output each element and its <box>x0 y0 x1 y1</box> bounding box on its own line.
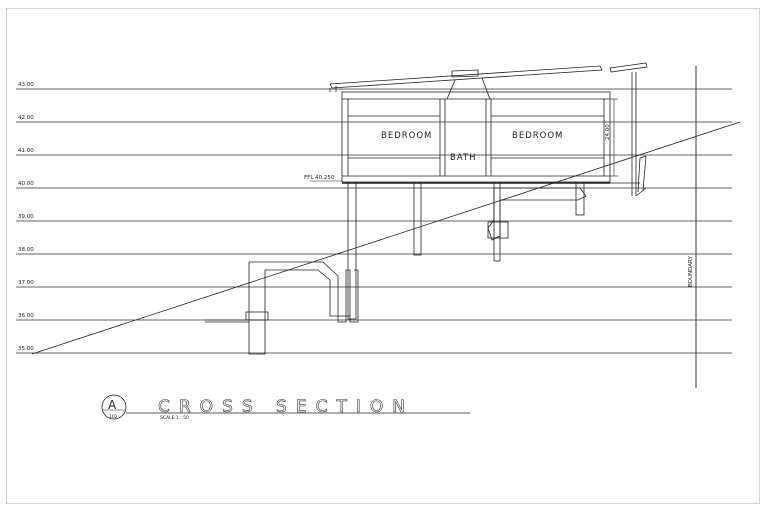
level-label: 36.00 <box>18 313 34 319</box>
support-posts <box>347 182 587 320</box>
drawing-title: CROSS SECTION <box>158 397 414 417</box>
level-label: 42.00 <box>18 115 34 121</box>
retaining-structure <box>205 261 359 355</box>
level-label: 37.00 <box>18 280 34 286</box>
ground-slope-line <box>31 121 741 355</box>
section-marker-sheet: 102 <box>109 414 118 420</box>
room-label-bedroom-left: BEDROOM <box>381 131 432 141</box>
level-label: 38.00 <box>18 247 34 253</box>
level-label: 43.00 <box>18 82 34 88</box>
height-dimension-label: 24.00 <box>605 124 611 140</box>
balcony <box>610 72 647 197</box>
drawing-sheet-border <box>6 8 760 504</box>
roof <box>329 62 648 100</box>
level-labels: 43.00 42.00 41.00 40.00 39.00 38.00 37.00 36.00… <box>18 82 34 352</box>
room-label-bath: BATH <box>450 153 477 163</box>
level-label: 40.00 <box>18 181 34 187</box>
section-marker-circle <box>101 394 127 420</box>
room-label-bedroom-right: BEDROOM <box>512 131 563 141</box>
title-block: A 102 CROSS SECTION SCALE 1 : 50 <box>101 394 470 421</box>
height-dimension <box>610 98 618 177</box>
house-section <box>341 91 611 184</box>
level-label: 35.00 <box>18 346 34 352</box>
boundary-label: BOUNDARY <box>688 255 694 287</box>
level-label: 39.00 <box>18 214 34 220</box>
drawing-scale: SCALE 1 : 50 <box>160 415 189 421</box>
level-lines <box>16 88 732 354</box>
section-marker-letter: A <box>108 398 117 412</box>
level-label: 41.00 <box>18 148 34 154</box>
ffl-label: FFL 40.250 <box>304 175 335 181</box>
